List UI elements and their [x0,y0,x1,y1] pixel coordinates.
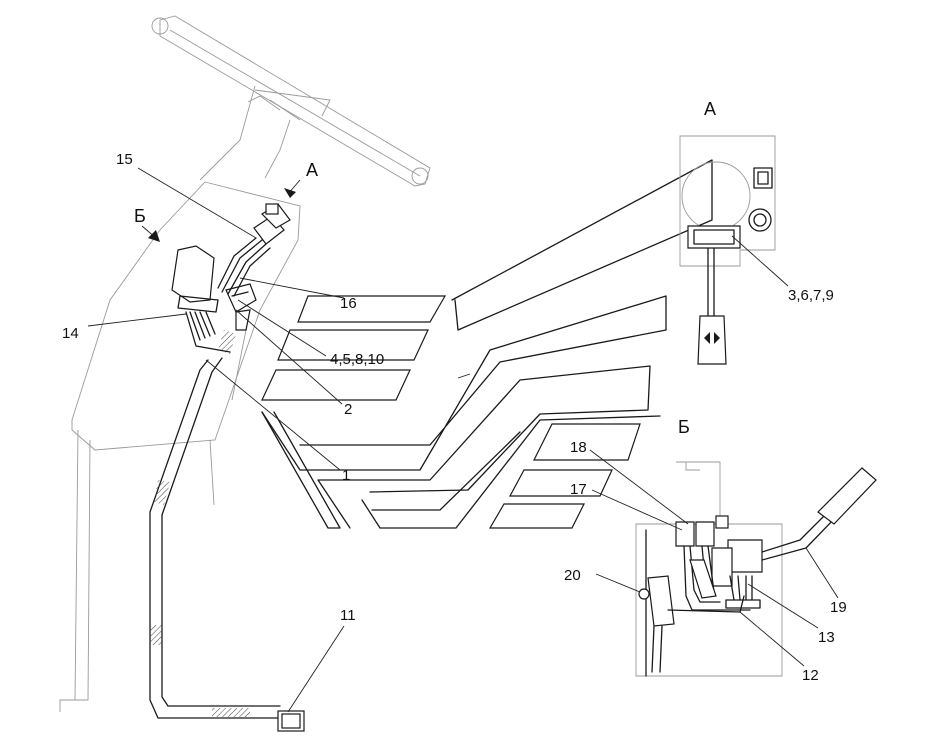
callout-2: 2 [344,401,352,418]
callout-4-5-8-10: 4,5,8,10 [330,351,384,368]
view-b-title: Б [678,417,690,437]
steering-column-outline [59,15,431,712]
view-b-assembly [635,461,877,677]
callout-14: 14 [62,325,79,342]
callout-1: 1 [342,467,350,484]
callout-3-6-7-9: 3,6,7,9 [788,287,834,304]
callout-15: 15 [116,151,133,168]
callout-13: 13 [818,629,835,646]
leader-lines [87,167,839,713]
callout-11: 11 [340,607,356,624]
callout-20: 20 [564,567,581,584]
callout-18: 18 [570,439,587,456]
labels: А Б А Б 15 14 16 4,5,8,10 2 1 11 3,6,7,9… [62,99,847,684]
callout-12: 12 [802,667,819,684]
main-harness [149,203,305,732]
view-a-arrow-label: А [306,160,318,180]
view-b-arrow-label: Б [134,206,146,226]
callout-19: 19 [830,599,847,616]
view-a-title: А [704,99,716,119]
view-a-panel [679,135,776,365]
view-arrows [141,179,301,242]
exploded-brackets [261,159,713,529]
callout-16: 16 [340,295,357,312]
callout-17: 17 [570,481,587,498]
